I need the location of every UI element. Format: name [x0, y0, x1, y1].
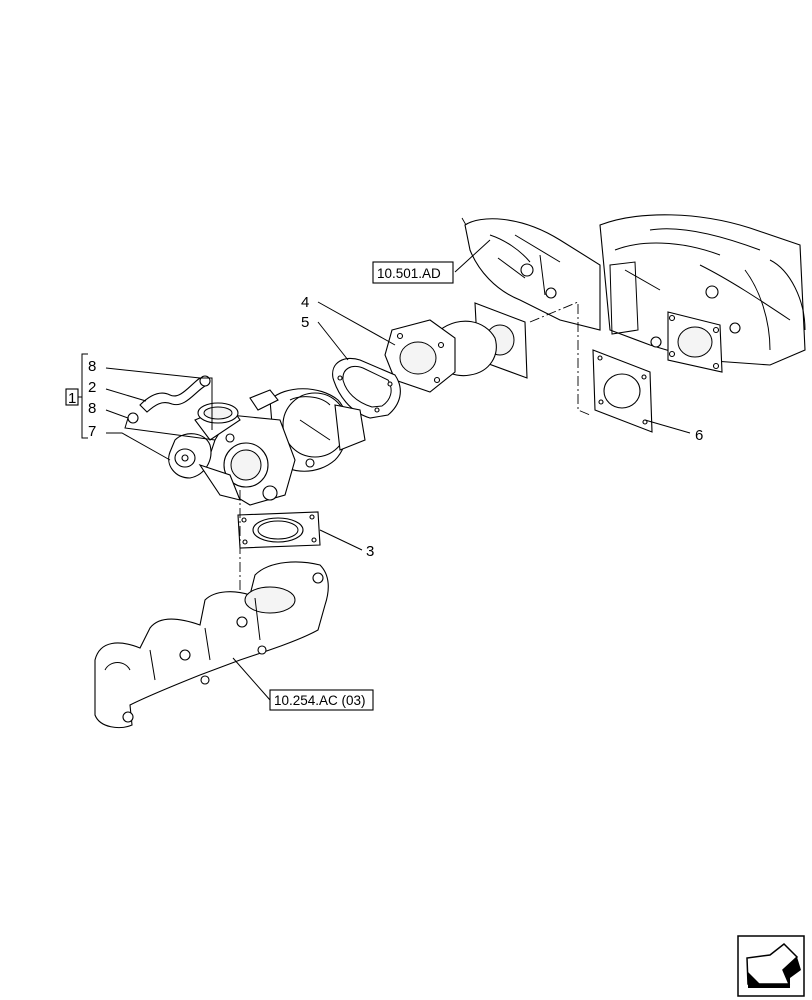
assembly-bracket — [81, 353, 88, 439]
exhaust-elbow-4 — [384, 302, 528, 393]
exhaust-manifold — [94, 561, 329, 729]
next-page-arrow-icon[interactable] — [737, 935, 805, 997]
reference-upper[interactable]: 10.501.AD — [377, 266, 441, 281]
assembly-callout-box — [65, 388, 79, 406]
callout-7: 7 — [88, 423, 96, 440]
callout-8-upper: 8 — [88, 358, 96, 375]
turbocharger — [168, 388, 366, 506]
callout-6: 6 — [695, 427, 703, 444]
hose-2 — [139, 377, 206, 413]
gasket-5 — [332, 357, 401, 419]
callout-1: 1 — [68, 390, 76, 407]
reference-lower[interactable]: 10.254.AC (03) — [274, 693, 366, 708]
fitting-8-lower — [127, 412, 139, 424]
reference-box-upper[interactable] — [372, 261, 454, 284]
callout-3: 3 — [366, 543, 374, 560]
callout-2: 2 — [88, 379, 96, 396]
aftertreatment-unit — [461, 214, 806, 373]
callout-8-lower: 8 — [88, 400, 96, 417]
callout-5: 5 — [301, 314, 309, 331]
callout-4: 4 — [301, 294, 309, 311]
reference-box-lower[interactable] — [269, 689, 374, 711]
gasket-3 — [237, 511, 321, 549]
gasket-6 — [592, 349, 653, 433]
